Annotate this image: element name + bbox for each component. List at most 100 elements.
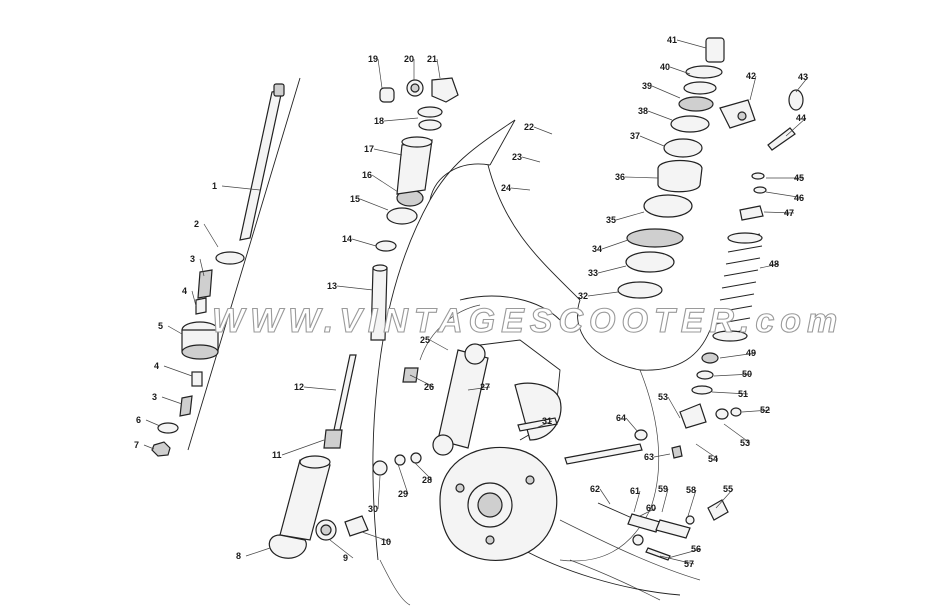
- callout-label: 8: [236, 551, 241, 561]
- callout-label: 64: [616, 413, 626, 423]
- callout-leader-line: [633, 490, 641, 513]
- callout-leader-line: [359, 198, 389, 211]
- callout-leader-line: [371, 174, 399, 193]
- callout-leader-line: [409, 374, 435, 388]
- callout-leader-line: [361, 531, 392, 543]
- callout-label: 15: [350, 194, 360, 204]
- callout-label: 24: [501, 183, 511, 193]
- callout-label: 19: [368, 54, 378, 64]
- callout-leader-line: [413, 461, 433, 481]
- callout-label: 35: [606, 215, 616, 225]
- callout-label: 2: [194, 219, 199, 229]
- callout-label: 14: [342, 234, 352, 244]
- callout-label: 50: [742, 369, 752, 379]
- callout-label: 20: [404, 54, 414, 64]
- callout-leader-line: [659, 555, 695, 565]
- callout-leader-line: [597, 265, 627, 274]
- callout-label: 26: [424, 382, 434, 392]
- callout-leader-line: [429, 339, 449, 351]
- callout-label: 57: [684, 559, 694, 569]
- callout-label: 1: [212, 181, 217, 191]
- callout-label: 31: [542, 416, 552, 426]
- callout-leader-line: [199, 258, 205, 277]
- callout-label: 13: [327, 281, 337, 291]
- callout-label: 56: [691, 544, 701, 554]
- callout-label: 6: [136, 415, 141, 425]
- steering-column: [617, 37, 804, 459]
- callout-leader-line: [695, 443, 719, 460]
- callout-label: 28: [422, 475, 432, 485]
- callout-leader-line: [587, 291, 619, 297]
- callout-leader-line: [676, 39, 707, 49]
- callout-leader-line: [535, 420, 553, 429]
- main-shock-unit: [372, 343, 643, 476]
- callout-label: 46: [794, 193, 804, 203]
- callout-leader-line: [765, 191, 805, 199]
- callout-label: 4: [182, 286, 187, 296]
- callout-leader-line: [741, 409, 771, 413]
- callout-label: 30: [368, 504, 378, 514]
- callout-label: 23: [512, 152, 522, 162]
- callout-label: 25: [420, 335, 430, 345]
- callout-leader-line: [687, 489, 697, 517]
- callout-leader-line: [639, 507, 657, 517]
- callout-leader-line: [647, 110, 673, 121]
- callout-label: 49: [746, 348, 756, 358]
- callout-label: 51: [738, 389, 748, 399]
- callout-leader-line: [711, 391, 749, 395]
- callout-label: 45: [794, 173, 804, 183]
- callout-leader-line: [667, 548, 702, 559]
- callout-label: 18: [374, 116, 384, 126]
- callout-label: 53: [740, 438, 750, 448]
- callout-label: 16: [362, 170, 372, 180]
- left-shock-assembly: [151, 83, 285, 457]
- callout-leader-line: [723, 423, 751, 444]
- callout-leader-line: [221, 185, 261, 191]
- callout-leader-line: [167, 325, 183, 335]
- callout-label: 34: [592, 244, 602, 254]
- callout-label: 60: [646, 503, 656, 513]
- callout-leader-line: [661, 488, 669, 513]
- callout-label: 32: [578, 291, 588, 301]
- callout-label: 55: [723, 484, 733, 494]
- callout-leader-line: [625, 417, 639, 433]
- callout-leader-line: [719, 352, 757, 359]
- callout-label: 33: [588, 268, 598, 278]
- callout-leader-line: [521, 156, 541, 163]
- callout-leader-line: [191, 290, 197, 307]
- callout-label: 40: [660, 62, 670, 72]
- callout-label: 54: [708, 454, 718, 464]
- callout-leader-line: [336, 285, 374, 291]
- callout-label: 37: [630, 131, 640, 141]
- callout-leader-line: [615, 211, 645, 221]
- callout-leader-line: [383, 117, 419, 122]
- callout-leader-line: [377, 475, 381, 510]
- callout-leader-line: [795, 76, 809, 93]
- callout-leader-line: [467, 386, 491, 391]
- callout-label: 21: [427, 54, 437, 64]
- callout-leader-line: [669, 66, 691, 75]
- callout-label: 53: [658, 392, 668, 402]
- callout-label: 43: [798, 72, 808, 82]
- callout-leader-line: [785, 117, 807, 137]
- callout-label: 7: [134, 440, 139, 450]
- callout-label: 5: [158, 321, 163, 331]
- callout-leader-line: [667, 396, 681, 419]
- callout-label: 38: [638, 106, 648, 116]
- callout-leader-line: [143, 444, 155, 450]
- callout-leader-line: [715, 488, 734, 509]
- callout-label: 42: [746, 71, 756, 81]
- callout-leader-line: [763, 211, 795, 214]
- callout-leader-line: [373, 148, 403, 156]
- callout-leader-line: [145, 419, 161, 427]
- callout-leader-line: [599, 488, 611, 505]
- callout-leader-line: [329, 539, 354, 559]
- callout-label: 41: [667, 35, 677, 45]
- damper-assembly: [268, 77, 459, 559]
- coil-spring: [712, 232, 763, 342]
- callout-label: 62: [590, 484, 600, 494]
- callout-label: 27: [480, 382, 490, 392]
